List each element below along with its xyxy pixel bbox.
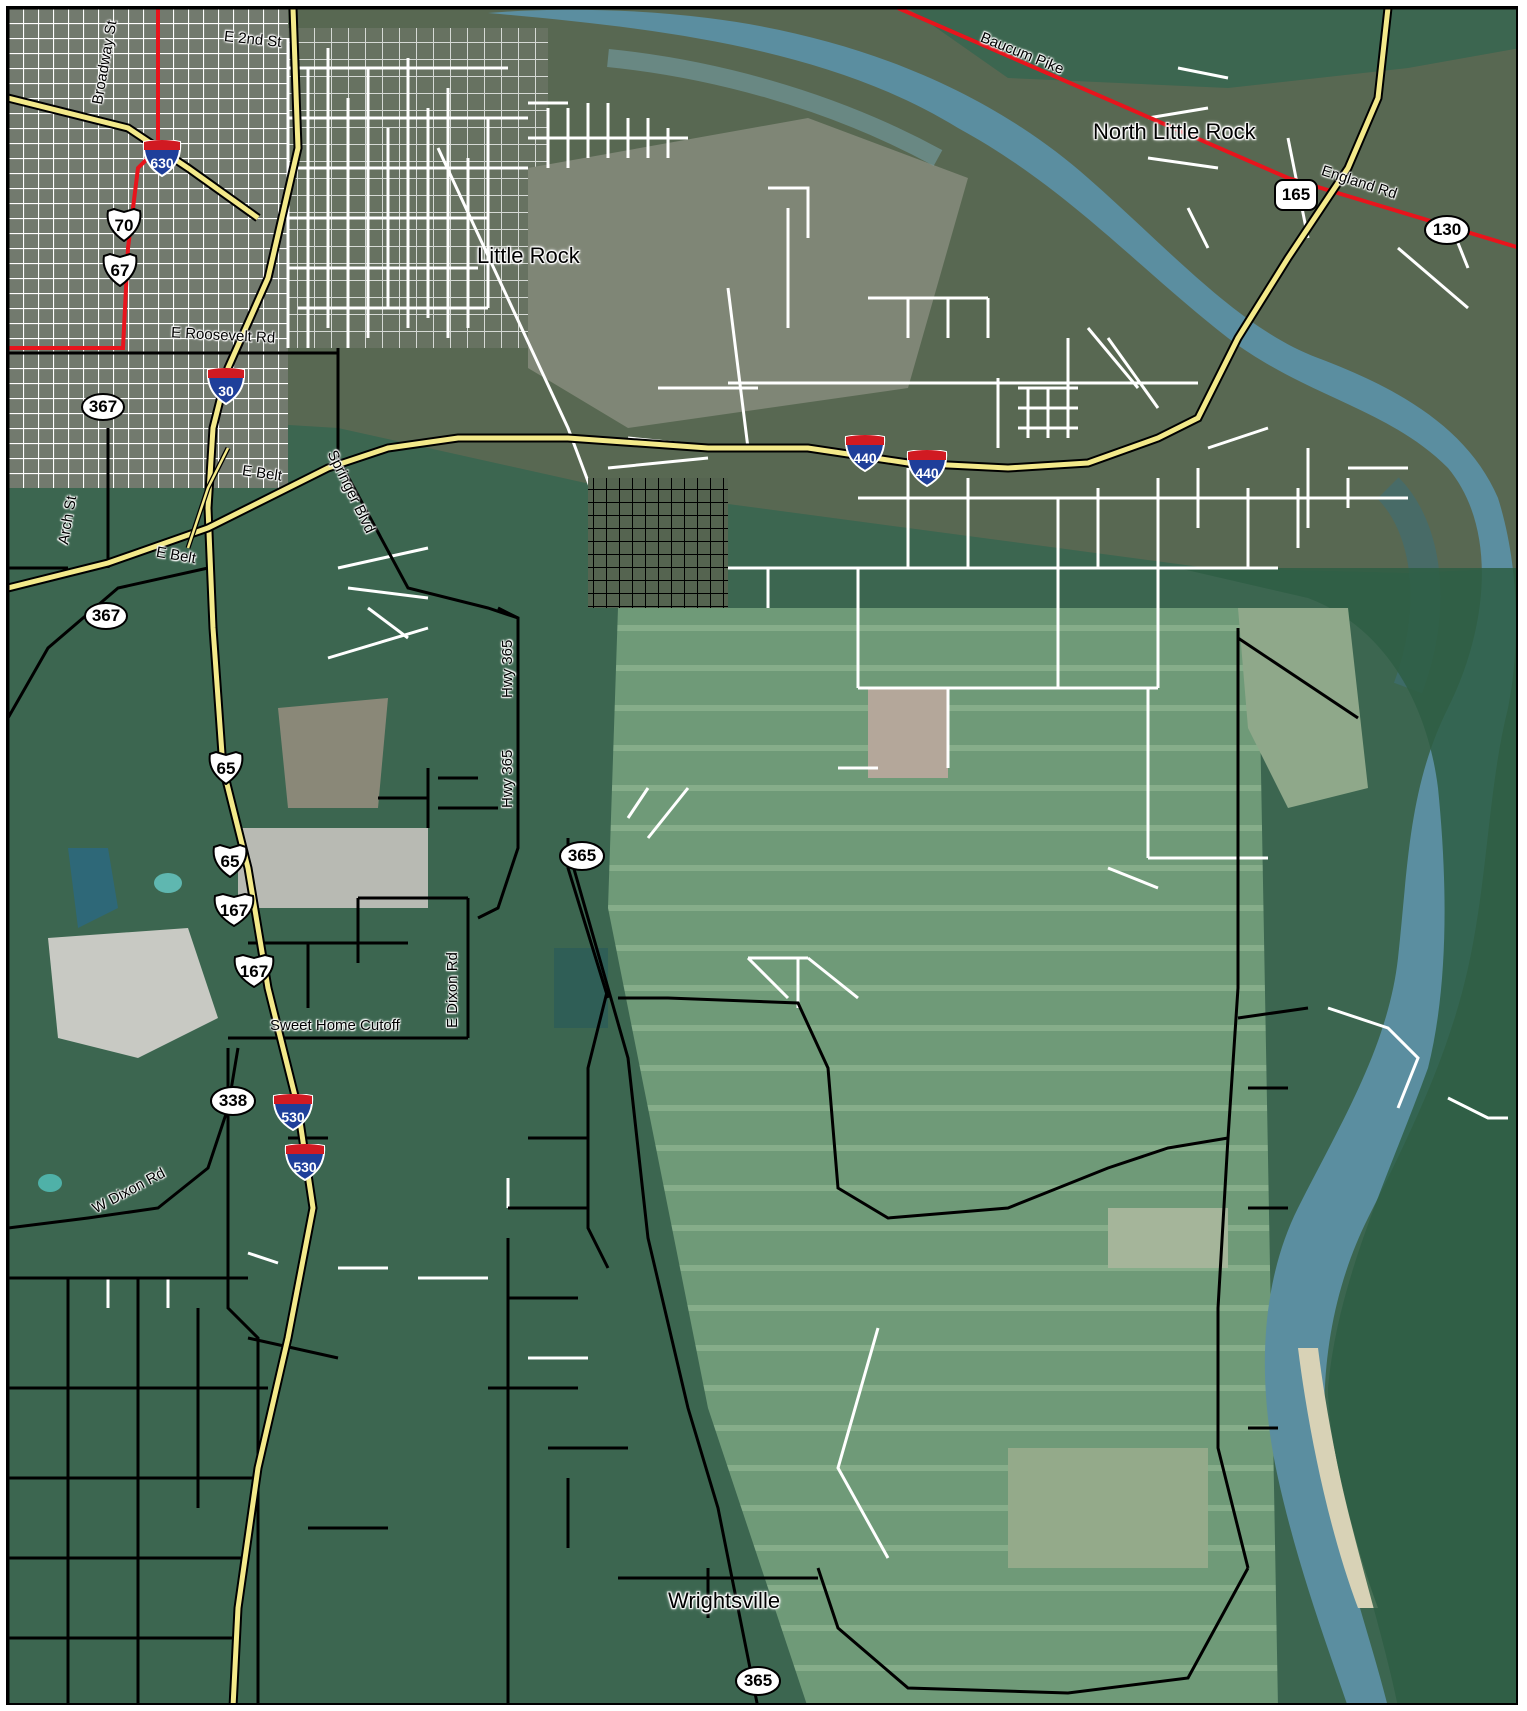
us-shield-icon bbox=[233, 954, 275, 988]
place-label-little-rock: Little Rock bbox=[477, 243, 580, 268]
shield-i-630: 630 bbox=[142, 140, 182, 178]
shield-label: 67 bbox=[110, 261, 130, 280]
shield-us-167-a: 167 bbox=[212, 893, 256, 927]
shield-label: 30 bbox=[218, 383, 234, 399]
shield-label: 65 bbox=[216, 759, 236, 778]
interstate-shield-icon bbox=[284, 1144, 326, 1182]
shield-label: 440 bbox=[915, 465, 939, 481]
shield-label: 65 bbox=[220, 852, 240, 871]
shield-label: 630 bbox=[150, 155, 174, 171]
shield-label: 338 bbox=[218, 1091, 248, 1110]
interstate-shield-icon bbox=[142, 140, 182, 178]
state-shield-icon bbox=[210, 1086, 256, 1116]
shield-i-530-b: 530 bbox=[284, 1144, 326, 1182]
shield-us-70: 70 bbox=[105, 208, 143, 242]
shield-ar-338: 338 bbox=[210, 1086, 256, 1116]
shield-us-65-b: 65 bbox=[211, 844, 249, 878]
shield-ar-130: 130 bbox=[1424, 215, 1470, 245]
shield-us-65-a: 65 bbox=[207, 751, 245, 785]
shield-ar-367-b: 367 bbox=[84, 602, 128, 630]
shield-label: 365 bbox=[567, 846, 597, 865]
shield-label: 440 bbox=[853, 450, 877, 466]
shield-us-67: 67 bbox=[101, 253, 139, 287]
shield-label: 367 bbox=[88, 397, 118, 416]
road-label-hwy-365-1: Hwy 365 bbox=[499, 639, 516, 698]
state-shield-icon bbox=[1424, 215, 1470, 245]
shield-label: 165 bbox=[1281, 185, 1311, 204]
map-canvas bbox=[8, 8, 1516, 1703]
shield-label: 530 bbox=[293, 1159, 317, 1175]
map-frame[interactable]: Little Rock North Little Rock Wrightsvil… bbox=[6, 6, 1518, 1705]
shield-i-530-a: 530 bbox=[272, 1094, 314, 1132]
shield-label: 530 bbox=[281, 1109, 305, 1125]
us-shield-icon bbox=[212, 844, 248, 878]
road-label-e-dixon-rd: E Dixon Rd bbox=[444, 952, 461, 1028]
shield-i-30: 30 bbox=[206, 368, 246, 406]
us-shield-icon bbox=[106, 208, 142, 242]
road-label-sweet-home-cutoff: Sweet Home Cutoff bbox=[270, 1017, 400, 1034]
us-shield-icon bbox=[213, 893, 255, 927]
interstate-shield-icon bbox=[272, 1094, 314, 1132]
shield-label: 367 bbox=[91, 606, 121, 625]
shield-us-167-b: 167 bbox=[232, 954, 276, 988]
town-street-grid bbox=[588, 478, 728, 608]
state-shield-icon bbox=[1274, 179, 1318, 211]
state-shield-icon bbox=[81, 393, 125, 421]
interstate-shield-icon bbox=[844, 435, 886, 473]
interstate-shield-icon bbox=[206, 368, 246, 406]
shield-ar-165: 165 bbox=[1274, 179, 1318, 211]
us-shield-icon bbox=[208, 751, 244, 785]
interstate-shield-icon bbox=[906, 450, 948, 488]
place-label-wrightsville: Wrightsville bbox=[668, 1588, 781, 1613]
shield-label: 365 bbox=[743, 1671, 773, 1690]
place-label-north-little-rock: North Little Rock bbox=[1093, 119, 1256, 144]
shield-label: 70 bbox=[114, 216, 134, 235]
local-roads bbox=[106, 38, 1508, 1559]
state-shield-icon bbox=[559, 841, 605, 871]
state-shield-icon bbox=[735, 1666, 781, 1696]
shield-i-440-b: 440 bbox=[906, 450, 948, 488]
shield-i-440-a: 440 bbox=[844, 435, 886, 473]
shield-label: 167 bbox=[239, 962, 269, 981]
shield-label: 167 bbox=[219, 901, 249, 920]
shield-ar-365-b: 365 bbox=[735, 1666, 781, 1696]
rural-roads bbox=[8, 348, 1359, 1703]
shield-ar-365-a: 365 bbox=[559, 841, 605, 871]
shield-ar-367-a: 367 bbox=[81, 393, 125, 421]
road-label-hwy-365-2: Hwy 365 bbox=[499, 749, 516, 808]
us-shield-icon bbox=[102, 253, 138, 287]
shield-label: 130 bbox=[1432, 220, 1462, 239]
state-shield-icon bbox=[84, 602, 128, 630]
